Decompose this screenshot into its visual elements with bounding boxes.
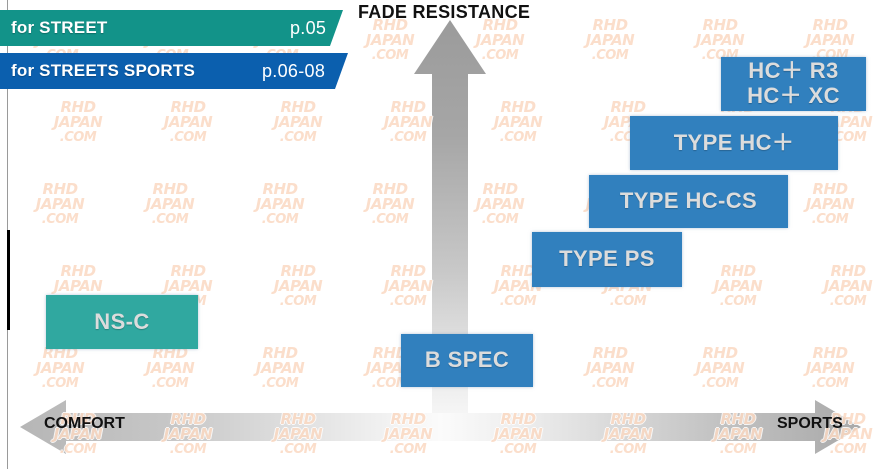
product-label-type-ps: TYPE PS	[559, 246, 655, 272]
up-arrow-icon	[414, 20, 486, 430]
product-box-b-spec[interactable]: B SPEC	[401, 334, 533, 387]
axis-label-comfort: COMFORT	[44, 415, 125, 432]
double-arrow-icon	[20, 400, 861, 454]
product-label-hc-cs: TYPE HC-CS	[619, 188, 758, 214]
product-box-ns-c[interactable]: NS-C	[46, 295, 198, 349]
product-label-ns-c: NS-C	[94, 308, 150, 334]
chart-title: FADE RESISTANCE	[358, 2, 531, 22]
axis-label-sports: SPORTS	[777, 415, 843, 432]
product-box-hc-plus[interactable]: TYPE HC＋	[630, 116, 838, 170]
banner-street-shape	[0, 10, 343, 46]
product-box-type-ps[interactable]: TYPE PS	[532, 232, 682, 287]
banner-sports-label: for STREETS SPORTS	[11, 61, 196, 80]
banner-street-page: p.05	[290, 18, 327, 38]
product-label-b-spec: B SPEC	[424, 347, 510, 373]
banner-sports-shape	[0, 53, 348, 89]
product-box-hc-cs[interactable]: TYPE HC-CS	[589, 175, 788, 228]
product-label-hc-r3: HC＋ R3 HC＋ XC	[747, 58, 840, 108]
product-box-hc-r3[interactable]: HC＋ R3 HC＋ XC	[721, 57, 866, 111]
left-accent-line	[7, 230, 10, 330]
banner-street-label: for STREET	[11, 18, 108, 37]
banner-for-street[interactable]: for STREET p.05	[0, 10, 355, 46]
product-label-hc-plus: TYPE HC＋	[673, 129, 795, 155]
banner-sports-page: p.06-08	[262, 61, 326, 81]
banner-for-streets-sports[interactable]: for STREETS SPORTS p.06-08	[0, 53, 360, 89]
